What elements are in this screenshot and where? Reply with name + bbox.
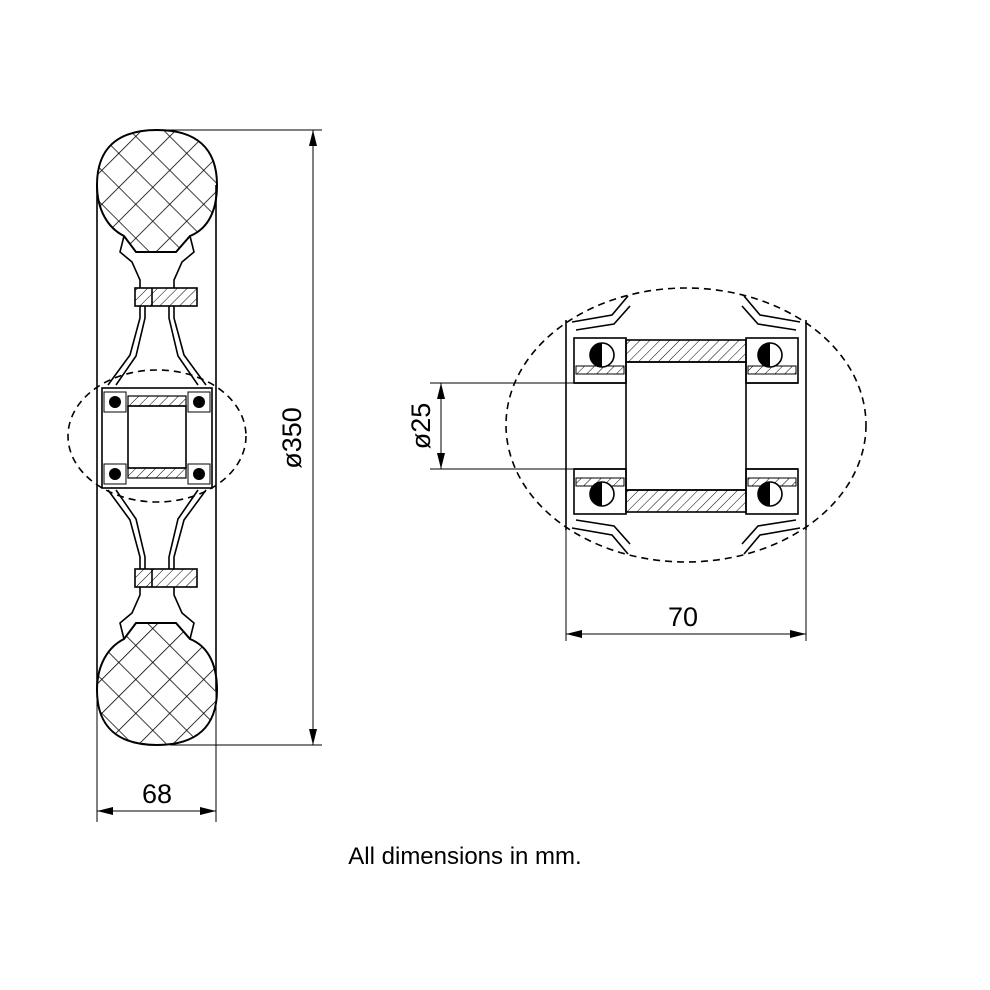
hub-detail-view <box>505 287 867 563</box>
diameter-dimension: ø350 <box>166 129 322 746</box>
tyre-section-top <box>95 128 219 253</box>
bearing-top-right <box>745 337 799 384</box>
hub-small <box>101 387 213 489</box>
hub-length-label: 70 <box>668 602 698 632</box>
width-dimension: 68 <box>96 690 217 822</box>
bolt-bottom <box>134 568 198 588</box>
units-caption: All dimensions in mm. <box>348 843 582 870</box>
rim-profile-bottom <box>107 489 207 640</box>
bolt-top <box>134 287 198 307</box>
bearing-bottom-right <box>745 468 799 515</box>
detail-circle-large <box>505 287 867 563</box>
rim-profile-top <box>107 235 207 386</box>
bearing-bottom-left <box>573 468 627 515</box>
bore-label: ø25 <box>406 403 436 450</box>
hub-length-dimension: 70 <box>565 530 807 641</box>
bore-dimension: ø25 <box>406 382 574 470</box>
width-label: 68 <box>142 779 172 809</box>
wheel-side-view <box>67 128 247 747</box>
detail-circle-small <box>67 369 247 503</box>
tyre-section-bottom <box>95 622 219 747</box>
bearing-top-left <box>573 337 627 384</box>
diameter-label: ø350 <box>277 407 307 469</box>
